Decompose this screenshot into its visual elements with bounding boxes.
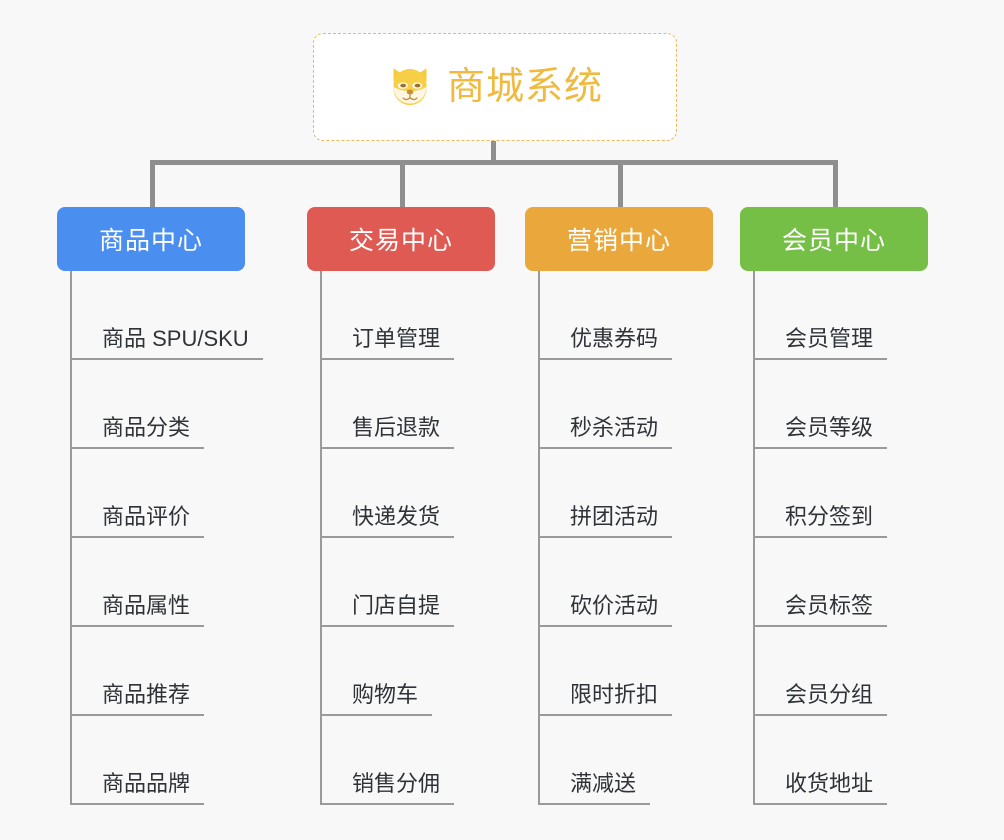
category-box-4[interactable]: 会员中心 <box>740 207 928 271</box>
leaf-item[interactable]: 会员标签 <box>755 538 928 627</box>
leaf-label: 砍价活动 <box>540 593 673 627</box>
dog-face-icon <box>393 68 427 106</box>
leaf-label: 购物车 <box>322 682 433 716</box>
leaf-label: 订单管理 <box>322 326 455 360</box>
leaf-label: 会员分组 <box>755 682 888 716</box>
category-box-3[interactable]: 营销中心 <box>525 207 713 271</box>
leaf-item[interactable]: 会员等级 <box>755 360 928 449</box>
children-list-3: 优惠券码 秒杀活动 拼团活动 砍价活动 限时折扣 满减送 <box>538 271 713 805</box>
leaf-label: 售后退款 <box>322 415 455 449</box>
leaf-item[interactable]: 会员分组 <box>755 627 928 716</box>
leaf-item[interactable]: 销售分佣 <box>322 716 495 805</box>
leaf-item[interactable]: 秒杀活动 <box>540 360 713 449</box>
category-box-2[interactable]: 交易中心 <box>307 207 495 271</box>
connector-root-stem <box>491 141 496 164</box>
leaf-label: 积分签到 <box>755 504 888 538</box>
category-label-2: 交易中心 <box>348 227 453 255</box>
leaf-label: 会员等级 <box>755 415 888 449</box>
connector-horizontal-bus <box>150 160 838 165</box>
leaf-item[interactable]: 商品品牌 <box>72 716 263 805</box>
category-label-3: 营销中心 <box>566 227 671 255</box>
leaf-label: 满减送 <box>540 771 651 805</box>
leaf-item[interactable]: 商品分类 <box>72 360 263 449</box>
leaf-item[interactable]: 拼团活动 <box>540 449 713 538</box>
children-list-2: 订单管理 售后退款 快递发货 门店自提 购物车 销售分佣 <box>320 271 495 805</box>
leaf-item[interactable]: 快递发货 <box>322 449 495 538</box>
category-box-1[interactable]: 商品中心 <box>57 207 245 271</box>
category-label-4: 会员中心 <box>781 227 886 255</box>
leaf-item[interactable]: 订单管理 <box>322 271 495 360</box>
leaf-item[interactable]: 商品推荐 <box>72 627 263 716</box>
leaf-item[interactable]: 满减送 <box>540 716 713 805</box>
leaf-label: 拼团活动 <box>540 504 673 538</box>
leaf-item[interactable]: 商品属性 <box>72 538 263 627</box>
leaf-label: 销售分佣 <box>322 771 455 805</box>
leaf-item[interactable]: 售后退款 <box>322 360 495 449</box>
leaf-item[interactable]: 优惠券码 <box>540 271 713 360</box>
leaf-item[interactable]: 积分签到 <box>755 449 928 538</box>
leaf-item[interactable]: 商品 SPU/SKU <box>72 271 263 360</box>
branch-交易中心: 交易中心 订单管理 售后退款 快递发货 门店自提 购物车 销售分佣 <box>307 207 495 805</box>
connector-drop-3 <box>618 160 623 207</box>
leaf-label: 会员管理 <box>755 326 888 360</box>
branch-会员中心: 会员中心 会员管理 会员等级 积分签到 会员标签 会员分组 收货地址 <box>740 207 928 805</box>
root-node[interactable]: 商城系统 <box>313 33 677 141</box>
leaf-label: 收货地址 <box>755 771 888 805</box>
leaf-label: 门店自提 <box>322 593 455 627</box>
connector-drop-2 <box>400 160 405 207</box>
leaf-label: 会员标签 <box>755 593 888 627</box>
children-list-4: 会员管理 会员等级 积分签到 会员标签 会员分组 收货地址 <box>753 271 928 805</box>
branch-营销中心: 营销中心 优惠券码 秒杀活动 拼团活动 砍价活动 限时折扣 满减送 <box>525 207 713 805</box>
leaf-label: 商品分类 <box>72 415 205 449</box>
leaf-label: 商品品牌 <box>72 771 205 805</box>
category-label-1: 商品中心 <box>98 227 203 255</box>
leaf-label: 商品评价 <box>72 504 205 538</box>
leaf-label: 限时折扣 <box>540 682 673 716</box>
branch-商品中心: 商品中心 商品 SPU/SKU 商品分类 商品评价 商品属性 商品推荐 商品品牌 <box>57 207 263 805</box>
children-list-1: 商品 SPU/SKU 商品分类 商品评价 商品属性 商品推荐 商品品牌 <box>70 271 263 805</box>
leaf-item[interactable]: 会员管理 <box>755 271 928 360</box>
leaf-item[interactable]: 购物车 <box>322 627 495 716</box>
leaf-label: 商品属性 <box>72 593 205 627</box>
leaf-label: 秒杀活动 <box>540 415 673 449</box>
leaf-item[interactable]: 商品评价 <box>72 449 263 538</box>
leaf-item[interactable]: 砍价活动 <box>540 538 713 627</box>
root-title: 商城系统 <box>446 66 603 108</box>
leaf-label: 快递发货 <box>322 504 455 538</box>
leaf-label: 商品 SPU/SKU <box>72 326 263 360</box>
leaf-label: 商品推荐 <box>72 682 205 716</box>
connector-drop-1 <box>150 160 155 207</box>
leaf-item[interactable]: 收货地址 <box>755 716 928 805</box>
connector-drop-4 <box>833 160 838 207</box>
leaf-item[interactable]: 门店自提 <box>322 538 495 627</box>
leaf-item[interactable]: 限时折扣 <box>540 627 713 716</box>
leaf-label: 优惠券码 <box>540 326 673 360</box>
